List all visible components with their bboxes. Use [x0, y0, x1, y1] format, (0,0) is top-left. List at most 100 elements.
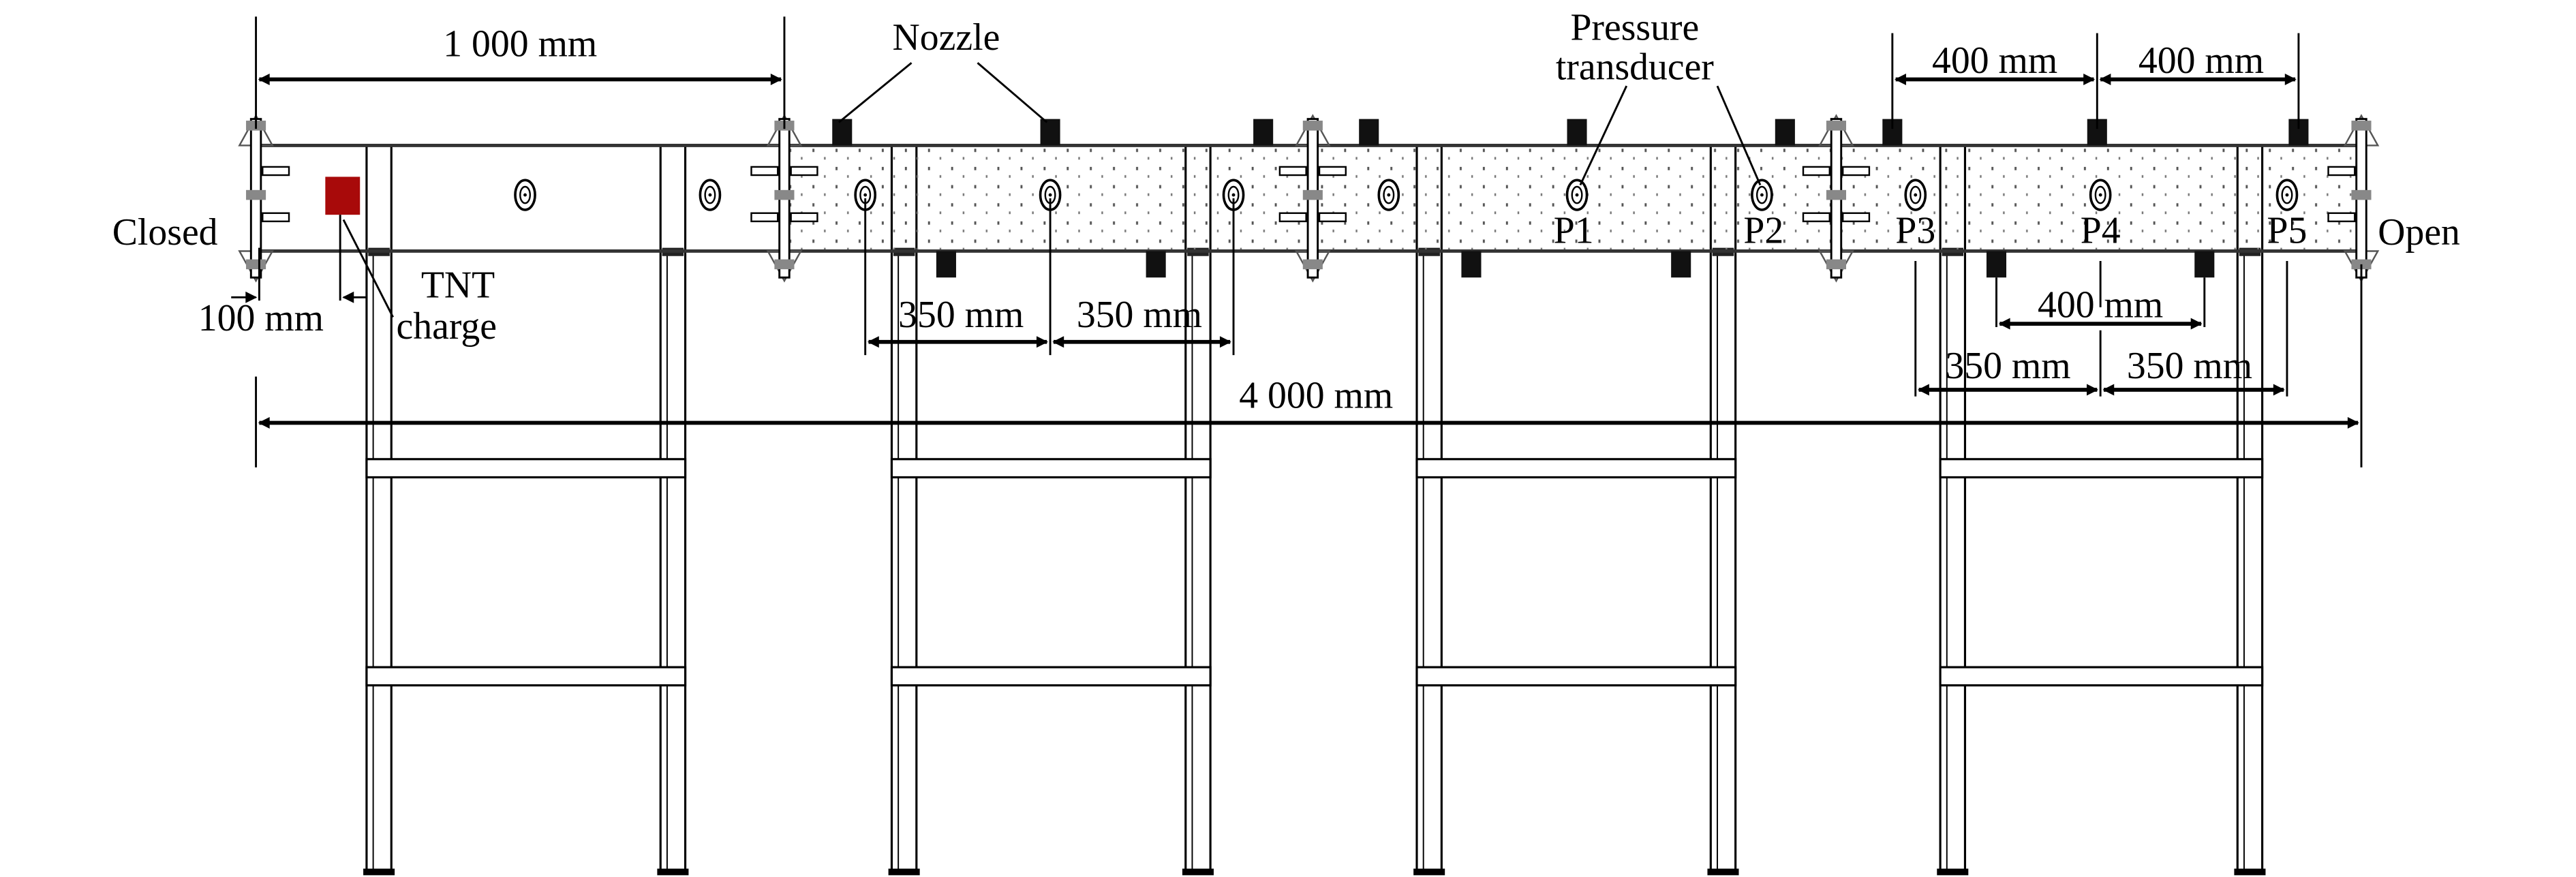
dimension-100: 100 mm: [198, 215, 367, 339]
nozzle-top: [832, 119, 853, 146]
tnt-label-2: charge: [397, 305, 497, 348]
transducer-label-p1: P1: [1554, 209, 1594, 251]
support-frame: [363, 144, 689, 876]
dim-top-400-label-1: 400 mm: [1932, 40, 2057, 82]
rod: [1318, 212, 1347, 223]
support-crossbar: [365, 458, 687, 479]
dimension-4000: 4 000 mm: [255, 264, 2363, 467]
nozzle-bottom: [1986, 251, 2007, 278]
nozzle-bottom: [936, 251, 956, 278]
dimension-transducer-350: 350 mm 350 mm: [1914, 261, 2288, 397]
bolt: [2351, 121, 2372, 131]
transducer-ports: [514, 179, 2299, 211]
support-crossbar: [1939, 458, 2264, 479]
bolt: [1302, 121, 1323, 131]
transducer-label-p3: P3: [1895, 209, 1935, 251]
rod: [1278, 212, 1307, 223]
nozzles: [832, 119, 2309, 278]
support-crossbar: [1415, 458, 1737, 479]
nozzle-bottom: [1671, 251, 1691, 278]
transducer-label-p2: P2: [1743, 209, 1783, 251]
transducer-port: [699, 179, 722, 211]
rod: [2327, 166, 2356, 176]
nozzle-top: [1775, 119, 1795, 146]
tnt-label-1: TNT: [421, 264, 495, 306]
dim-100-label: 100 mm: [198, 297, 324, 339]
bolt: [1826, 189, 1846, 200]
flange: [2327, 114, 2380, 283]
dimension-1000: 1 000 mm: [255, 16, 786, 129]
rod: [1802, 166, 1830, 176]
rod: [1802, 212, 1830, 223]
bolt: [774, 259, 795, 270]
dimension-bottom-400: 400 mm: [1995, 261, 2206, 330]
support-foot: [657, 868, 689, 876]
bolt: [1826, 259, 1846, 270]
bolt: [1302, 189, 1323, 200]
closed-end-label: Closed: [112, 211, 218, 253]
rod: [790, 212, 818, 223]
support-crossbar: [1415, 666, 1737, 687]
transducer-port: [1904, 179, 1927, 211]
support-foot: [1413, 868, 1445, 876]
rod: [262, 166, 290, 176]
dim-350-label-4: 350 mm: [2127, 345, 2252, 387]
transducer-port: [1377, 179, 1400, 211]
dimension-nozzle-350: 350 mm 350 mm: [864, 198, 1235, 356]
rod: [2327, 212, 2356, 223]
dim-350-label-2: 350 mm: [1077, 294, 1202, 336]
dim-bottom-400-label: 400 mm: [2038, 283, 2163, 326]
transducer-port: [2275, 179, 2299, 211]
dim-350-label-3: 350 mm: [1945, 345, 2070, 387]
transducer-port: [2089, 179, 2112, 211]
transducer-label-p4: P4: [2081, 209, 2121, 251]
support-frame: [888, 144, 1214, 876]
support-crossbar: [890, 666, 1212, 687]
nozzle-bottom: [1146, 251, 1166, 278]
transducer-port: [1565, 179, 1589, 211]
support-foot: [1182, 868, 1214, 876]
support-foot: [363, 868, 395, 876]
support-foot: [1707, 868, 1739, 876]
rod: [1841, 166, 1871, 176]
nozzle-top: [1040, 119, 1060, 146]
rod: [750, 166, 779, 176]
support-leg: [2236, 144, 2264, 874]
rod: [750, 212, 779, 223]
support-leg: [890, 144, 918, 874]
flange: [1802, 114, 1871, 283]
nozzle-top: [1253, 119, 1274, 146]
tnt-charge: [325, 176, 361, 215]
pressure-transducer-label-2: transducer: [1556, 46, 1714, 88]
support-leg: [1939, 144, 1967, 874]
dim-1000-label: 1 000 mm: [443, 23, 597, 65]
transducer-label-p5: P5: [2267, 209, 2307, 251]
bolt: [2351, 189, 2372, 200]
rod: [790, 166, 818, 176]
nozzle-top: [1567, 119, 1587, 146]
bolt: [1826, 121, 1846, 131]
support-foot: [1937, 868, 1969, 876]
nozzle-bottom: [2194, 251, 2215, 278]
rod: [1841, 212, 1871, 223]
rod: [1278, 166, 1307, 176]
transducer-port: [1751, 179, 1773, 211]
rod: [1318, 166, 1347, 176]
nozzle-label: Nozzle: [893, 16, 1000, 59]
support-crossbar: [1939, 666, 2264, 687]
rod: [262, 212, 290, 223]
bolt: [246, 259, 266, 270]
pressure-transducer-label-1: Pressure: [1570, 6, 1699, 48]
support-crossbar: [365, 666, 687, 687]
open-end-label: Open: [2378, 211, 2460, 253]
dim-top-400-label-2: 400 mm: [2138, 40, 2264, 82]
support-foot: [2234, 868, 2266, 876]
flange: [238, 114, 290, 283]
dim-4000-label: 4 000 mm: [1239, 375, 1393, 417]
dim-350-label-1: 350 mm: [898, 294, 1024, 336]
support-frame: [1937, 144, 2266, 876]
bolt: [1302, 259, 1323, 270]
support-foot: [888, 868, 920, 876]
nozzle-bottom: [1461, 251, 1482, 278]
